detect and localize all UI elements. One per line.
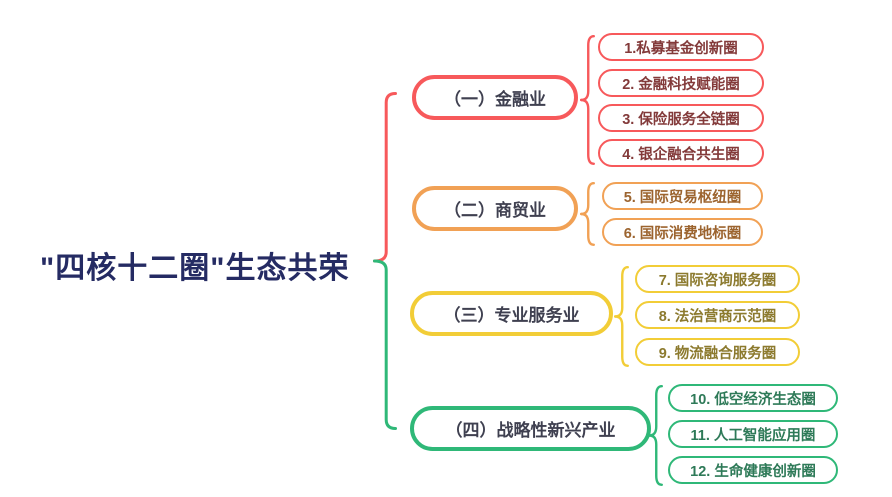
strategic-brace [648, 385, 663, 486]
item-node-6: 6. 国际消费地标圈 [602, 218, 763, 246]
branch-node-professional-services: （三）专业服务业 [410, 291, 613, 336]
branch-node-strategic-industries: （四）战略性新兴产业 [410, 406, 651, 451]
item-node-5: 5. 国际贸易枢纽圈 [602, 182, 763, 210]
branch-node-finance: （一）金融业 [412, 75, 578, 120]
branch-node-trade: （二）商贸业 [412, 186, 578, 231]
item-node-1: 1.私募基金创新圈 [598, 33, 764, 61]
trade-brace [580, 182, 595, 246]
root-title: "四核十二圈"生态共荣 [40, 252, 350, 285]
services-brace [614, 266, 629, 367]
item-node-11: 11. 人工智能应用圈 [668, 420, 838, 448]
item-node-7: 7. 国际咨询服务圈 [635, 265, 800, 293]
item-node-2: 2. 金融科技赋能圈 [598, 69, 764, 97]
root-brace [373, 92, 397, 430]
item-node-4: 4. 银企融合共生圈 [598, 139, 764, 167]
item-node-3: 3. 保险服务全链圈 [598, 104, 764, 132]
item-node-8: 8. 法治营商示范圈 [635, 301, 800, 329]
item-node-10: 10. 低空经济生态圈 [668, 384, 838, 412]
item-node-12: 12. 生命健康创新圈 [668, 456, 838, 484]
finance-brace [580, 35, 595, 165]
item-node-9: 9. 物流融合服务圈 [635, 338, 800, 366]
